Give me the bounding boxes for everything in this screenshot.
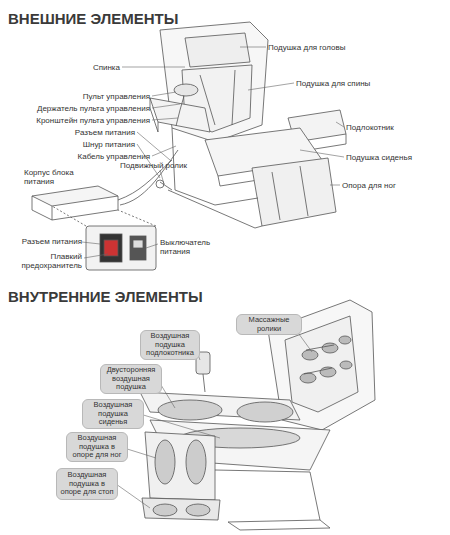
- tag-text: Воздушная подушка сиденья: [86, 401, 140, 427]
- part-label: Шнур питания: [30, 140, 135, 149]
- external-chair: [150, 22, 346, 228]
- part-label: Выключатель питания: [160, 238, 220, 256]
- section-heading: ВНУТРЕННИЕ ЭЛЕМЕНТЫ: [8, 288, 203, 305]
- part-label: Кронштейн пульта управления: [10, 116, 150, 125]
- tag-text: Воздушная подушка подлокотника: [144, 332, 196, 358]
- part-label: Плавкий предохранитель: [16, 252, 82, 270]
- part-label: Корпус блока питания: [24, 168, 84, 186]
- part-label: Спинка: [60, 63, 120, 72]
- air-cushion-tag: Воздушная подушка в опоре для стоп: [56, 468, 118, 500]
- part-label: Подвижный ролик: [120, 161, 200, 170]
- part-label: Подушка для головы: [268, 43, 346, 52]
- part-label: Кабель управления: [30, 152, 150, 161]
- part-label: Подлокотник: [346, 123, 394, 132]
- part-label: Держатель пульта управления: [10, 104, 150, 113]
- part-label: Подушка для спины: [296, 79, 370, 88]
- air-cushion-tag: Массажные ролики: [236, 314, 302, 335]
- part-label: Пульт управления: [40, 92, 150, 101]
- tag-text: Воздушная подушка в опоре для ног: [70, 434, 124, 460]
- part-label: Подушка сиденья: [346, 153, 412, 162]
- air-cushion-tag: Двусторонняя воздушная подушка: [100, 364, 162, 394]
- part-label: Разъем питания: [30, 128, 135, 137]
- part-label: Опора для ног: [342, 181, 396, 190]
- air-cushion-tag: Воздушная подушка подлокотника: [140, 330, 200, 360]
- tag-text: Двусторонняя воздушная подушка: [104, 366, 158, 392]
- tag-text: Массажные ролики: [240, 316, 298, 333]
- tag-text: Воздушная подушка в опоре для стоп: [60, 471, 114, 497]
- section-heading: ВНЕШНИЕ ЭЛЕМЕНТЫ: [8, 10, 178, 27]
- part-label: Разъем питания: [16, 237, 82, 246]
- internal-chair: [140, 300, 375, 530]
- air-cushion-tag: Воздушная подушка в опоре для ног: [66, 432, 128, 462]
- air-cushion-tag: Воздушная подушка сиденья: [82, 399, 144, 429]
- leader-lines: [116, 330, 312, 508]
